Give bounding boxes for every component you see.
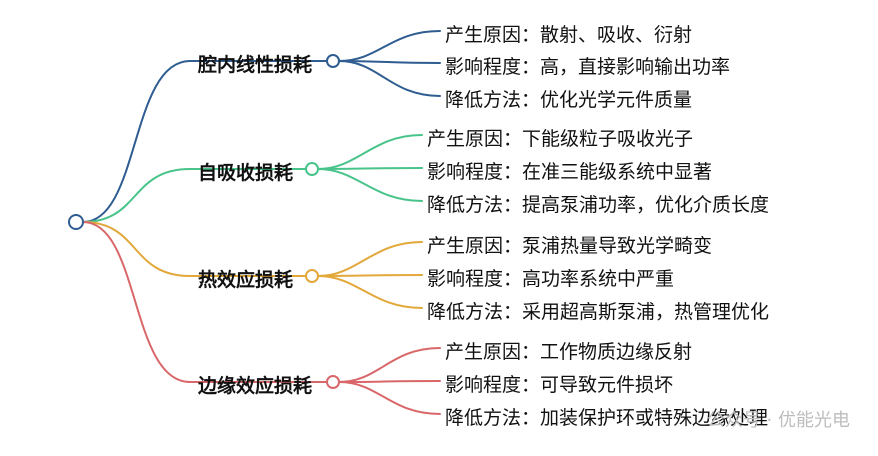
- leaf-cavity-cause: 产生原因：散射、吸收、衍射: [445, 24, 693, 46]
- link-root-thermal: [82, 221, 306, 277]
- watermark-text: 公众号 · 优能光电: [706, 410, 850, 431]
- leaf-cavity-impact: 影响程度：高，直接影响输出功率: [445, 56, 731, 78]
- link-edge-leaf-0: [338, 347, 441, 383]
- branch-node-thermal[interactable]: [305, 269, 319, 283]
- branch-node-cavity[interactable]: [326, 54, 340, 68]
- link-selfabs-leaf-0: [317, 134, 423, 170]
- link-thermal-leaf-1: [317, 274, 423, 277]
- leaf-selfabs-method: 降低方法：提高泵浦功率，优化介质长度: [427, 194, 770, 216]
- branch-label-self-absorption-loss[interactable]: 自吸收损耗: [198, 162, 294, 184]
- branch-node-edge[interactable]: [326, 375, 340, 389]
- branch-label-cavity-linear-loss[interactable]: 腔内线性损耗: [198, 54, 313, 76]
- branch-node-selfabs[interactable]: [305, 162, 319, 176]
- leaf-thermal-cause: 产生原因：泵浦热量导致光学畸变: [427, 235, 713, 257]
- link-cavity-leaf-2: [338, 60, 441, 97]
- link-root-selfabs: [82, 168, 306, 223]
- leaf-edge-impact: 影响程度：可导致元件损坏: [445, 374, 674, 396]
- link-edge-leaf-2: [338, 381, 441, 415]
- leaf-edge-cause: 产生原因：工作物质边缘反射: [445, 341, 693, 363]
- link-edge-leaf-1: [338, 380, 441, 383]
- branch-label-thermal-effect-loss[interactable]: 热效应损耗: [198, 269, 294, 291]
- branch-label-edge-effect-loss[interactable]: 边缘效应损耗: [198, 375, 313, 397]
- link-selfabs-leaf-2: [317, 168, 423, 202]
- leaf-cavity-method: 降低方法：优化光学元件质量: [445, 89, 693, 111]
- link-cavity-leaf-0: [338, 30, 441, 62]
- root-node[interactable]: [68, 214, 84, 230]
- link-thermal-leaf-0: [317, 241, 423, 277]
- link-root-cavity: [82, 60, 327, 223]
- leaf-thermal-method: 降低方法：采用超高斯泵浦，热管理优化: [427, 301, 770, 323]
- link-selfabs-leaf-1: [317, 167, 423, 170]
- leaf-edge-method: 降低方法：加装保护环或特殊边缘处理: [445, 407, 769, 429]
- leaf-selfabs-impact: 影响程度：在准三能级系统中显著: [427, 161, 713, 183]
- leaf-thermal-impact: 影响程度：高功率系统中严重: [427, 268, 675, 290]
- link-cavity-leaf-1: [338, 60, 441, 64]
- leaf-selfabs-cause: 产生原因：下能级粒子吸收光子: [427, 128, 694, 150]
- link-thermal-leaf-2: [317, 275, 423, 309]
- link-root-edge: [82, 221, 327, 383]
